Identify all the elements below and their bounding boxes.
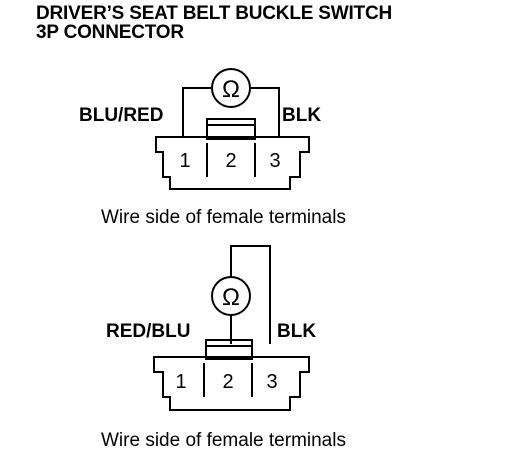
top-caption: Wire side of female terminals: [101, 207, 346, 228]
bottom-left-wire-label: RED/BLU: [106, 321, 190, 342]
top-ohm-symbol: Ω: [222, 76, 240, 103]
top-right-wire-label: BLK: [282, 105, 321, 126]
bottom-connector-housing: [153, 356, 310, 411]
top-connector-housing: [155, 136, 310, 190]
top-probe-wire-right: [251, 87, 280, 137]
title-line-1: DRIVER’S SEAT BELT BUCKLE SWITCH: [36, 3, 393, 24]
top-pin-1: 1: [179, 150, 190, 172]
diagram-title: DRIVER’S SEAT BELT BUCKLE SWITCH 3P CONN…: [36, 4, 392, 42]
top-probe-wire-left: [182, 87, 211, 137]
bottom-caption: Wire side of female terminals: [101, 430, 346, 451]
bottom-lock-tab: [205, 339, 253, 360]
bottom-ohmmeter-icon: [211, 276, 251, 316]
bottom-pin-3: 3: [266, 371, 277, 393]
top-left-wire-label: BLU/RED: [79, 105, 163, 126]
bottom-probe-wire-loop: [230, 245, 271, 344]
bottom-ohm-symbol: Ω: [222, 284, 240, 311]
bottom-connector-diagram: [153, 245, 310, 411]
bottom-pin-2: 2: [222, 371, 233, 393]
top-lock-tab: [206, 118, 256, 140]
top-ohmmeter-icon: [211, 68, 251, 108]
bottom-right-wire-label: BLK: [277, 321, 316, 342]
top-pin-2: 2: [225, 150, 236, 172]
title-line-2: 3P CONNECTOR: [36, 22, 184, 43]
top-connector-diagram: [155, 68, 310, 190]
bottom-pin-1: 1: [175, 371, 186, 393]
top-pin-3: 3: [269, 150, 280, 172]
